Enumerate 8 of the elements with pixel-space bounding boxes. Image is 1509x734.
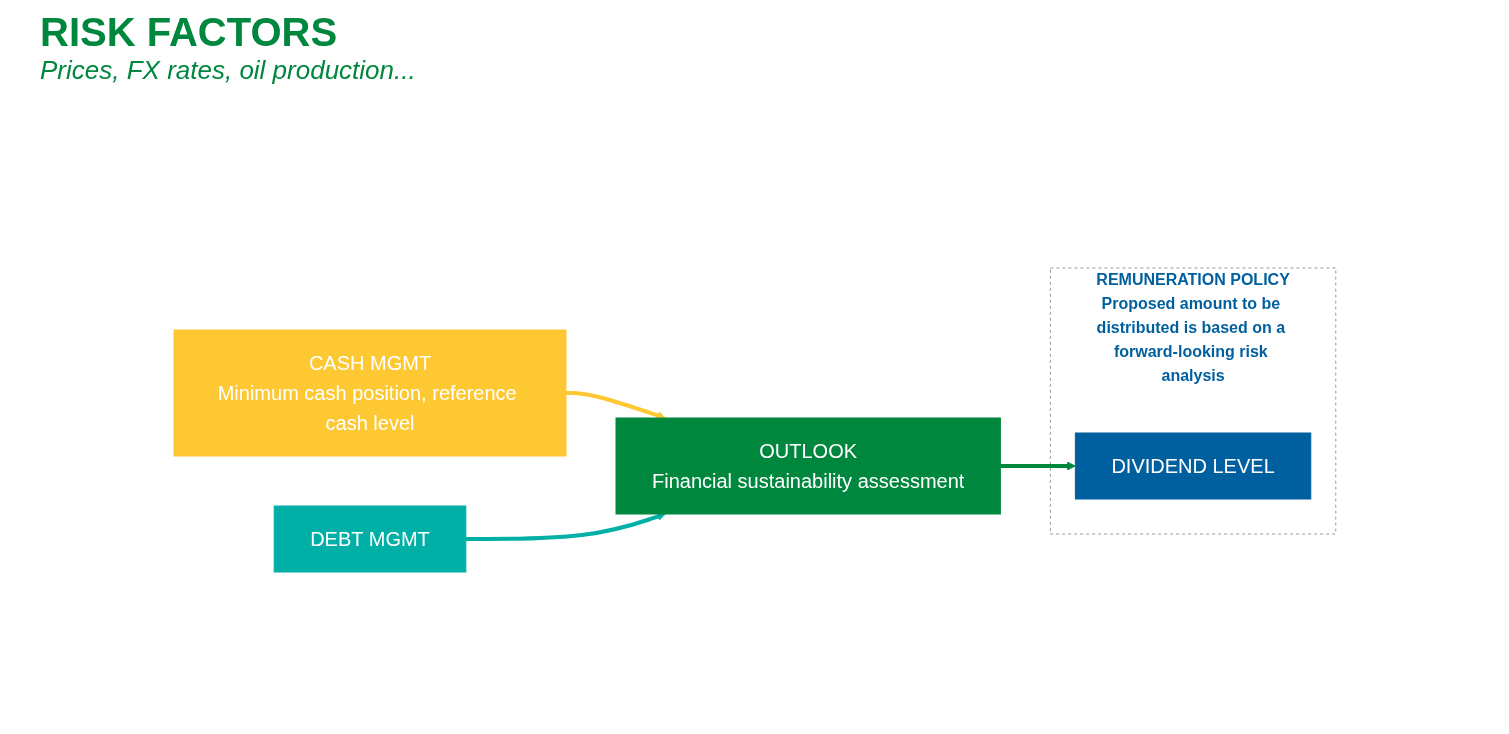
subheading: Prices, FX rates, oil production...: [40, 55, 417, 86]
node-box: DIVIDEND LEVEL: [1074, 432, 1311, 500]
node-box: DEBT MGMT: [273, 505, 466, 573]
arrow: [565, 391, 666, 420]
arrow: [1000, 461, 1076, 471]
heading: RISK FACTORS: [40, 10, 339, 55]
node-box: OUTLOOK Financial sustainability assessment: [615, 417, 1001, 515]
node-box: CASH MGMT Minimum cash position, reference cash level: [173, 329, 567, 457]
